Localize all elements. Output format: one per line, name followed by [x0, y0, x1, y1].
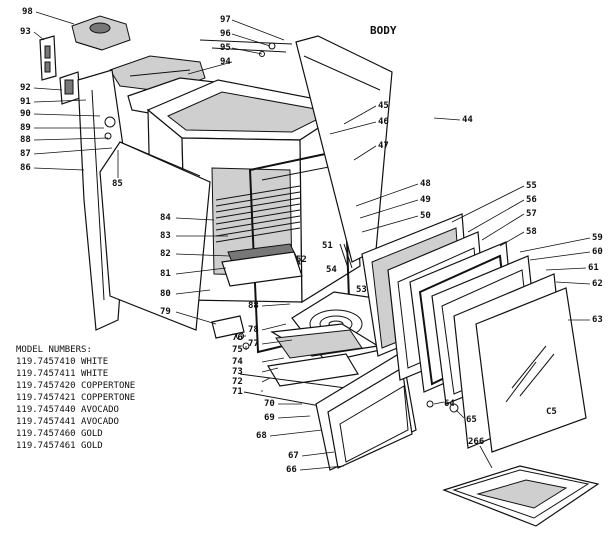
part-label: 266: [468, 437, 484, 447]
model-number-line: 119.7457420 COPPERTONE: [16, 381, 135, 391]
part-label: 72: [232, 377, 243, 387]
diagram-title: BODY: [370, 24, 397, 37]
part-label: 47: [378, 141, 389, 151]
leader-lines: [33, 11, 591, 471]
part-label: 79: [160, 307, 171, 317]
model-number-line: 119.7457461 GOLD: [16, 441, 103, 451]
broiler-tray-266: [442, 465, 600, 527]
part-label: 84: [160, 213, 171, 223]
part-label: 77: [248, 339, 259, 349]
part-label: 97: [220, 15, 231, 25]
model-number-line: 119.7457460 GOLD: [16, 429, 103, 439]
model-number-line: 119.7457440 AVOCADO: [16, 405, 119, 415]
part-label: 51: [322, 241, 333, 251]
back-panel-44: [295, 35, 393, 263]
part-label: 61: [588, 263, 599, 273]
part-label: 60: [592, 247, 603, 257]
section-code: C5: [546, 407, 557, 417]
part-label: 65: [466, 415, 477, 425]
strap-95-97: [199, 39, 293, 57]
part-label: 53: [356, 285, 367, 295]
part-label: 88: [20, 135, 31, 145]
oven-racks: [215, 185, 301, 243]
part-label: 73: [232, 367, 243, 377]
small-parts: [211, 243, 459, 413]
part-label: 85: [112, 179, 123, 189]
part-label: 66: [286, 465, 297, 475]
part-label: 76: [232, 333, 243, 343]
part-label: 88: [248, 301, 259, 311]
model-number-line: 119.7457441 AVOCADO: [16, 417, 119, 427]
part-label: 80: [160, 289, 171, 299]
part-label: 62: [592, 279, 603, 289]
part-label: 86: [20, 163, 31, 173]
part-label: 91: [20, 97, 31, 107]
part-label: 48: [420, 179, 431, 189]
bracket-92: [59, 71, 81, 105]
part-label: 89: [20, 123, 31, 133]
part-label: 83: [160, 231, 171, 241]
part-label: 58: [526, 227, 537, 237]
part-label: 54: [326, 265, 337, 275]
part-label: 46: [378, 117, 389, 127]
drawer-assembly: [239, 323, 380, 407]
part-label: 59: [592, 233, 603, 243]
part-label: 49: [420, 195, 431, 205]
part-label: 52: [296, 255, 307, 265]
part-label: 63: [592, 315, 603, 325]
part-label: 57: [526, 209, 537, 219]
part-label: 70: [264, 399, 275, 409]
drawer-front: [315, 351, 417, 471]
part-label: 69: [264, 413, 275, 423]
part-label: 87: [20, 149, 31, 159]
model-number-line: 119.7457421 COPPERTONE: [16, 393, 135, 403]
part-label: 64: [444, 399, 455, 409]
model-numbers-heading: MODEL NUMBERS:: [16, 345, 92, 355]
part-label: 44: [462, 115, 473, 125]
side-panel-85: [99, 141, 211, 331]
part-label: 81: [160, 269, 171, 279]
part-label: 55: [526, 181, 537, 191]
part-label: 56: [526, 195, 537, 205]
oven-door-stack: [361, 213, 587, 453]
part-label: 82: [160, 249, 171, 259]
part-label: 68: [256, 431, 267, 441]
part-label: 95: [220, 43, 231, 53]
part-label: 92: [20, 83, 31, 93]
side-bracket-93: [39, 35, 57, 81]
vent-cover-98: [71, 15, 131, 51]
part-label: 71: [232, 387, 243, 397]
part-label: 78: [248, 325, 259, 335]
part-label: 74: [232, 357, 243, 367]
part-label: 45: [378, 101, 389, 111]
part-label: 98: [22, 7, 33, 17]
part-label: 93: [20, 27, 31, 37]
part-label: 50: [420, 211, 431, 221]
part-label: 96: [220, 29, 231, 39]
model-number-line: 119.7457410 WHITE: [16, 357, 108, 367]
model-number-line: 119.7457411 WHITE: [16, 369, 108, 379]
part-label: 75: [232, 345, 243, 355]
part-label: 90: [20, 109, 31, 119]
part-number-labels: 98 93 97 96 95 94 92 91 90 89 88 87 86 8…: [20, 7, 603, 475]
model-numbers-block: MODEL NUMBERS: 119.7457410 WHITE 119.745…: [16, 345, 135, 451]
part-label: 67: [288, 451, 299, 461]
part-label: 94: [220, 57, 231, 67]
